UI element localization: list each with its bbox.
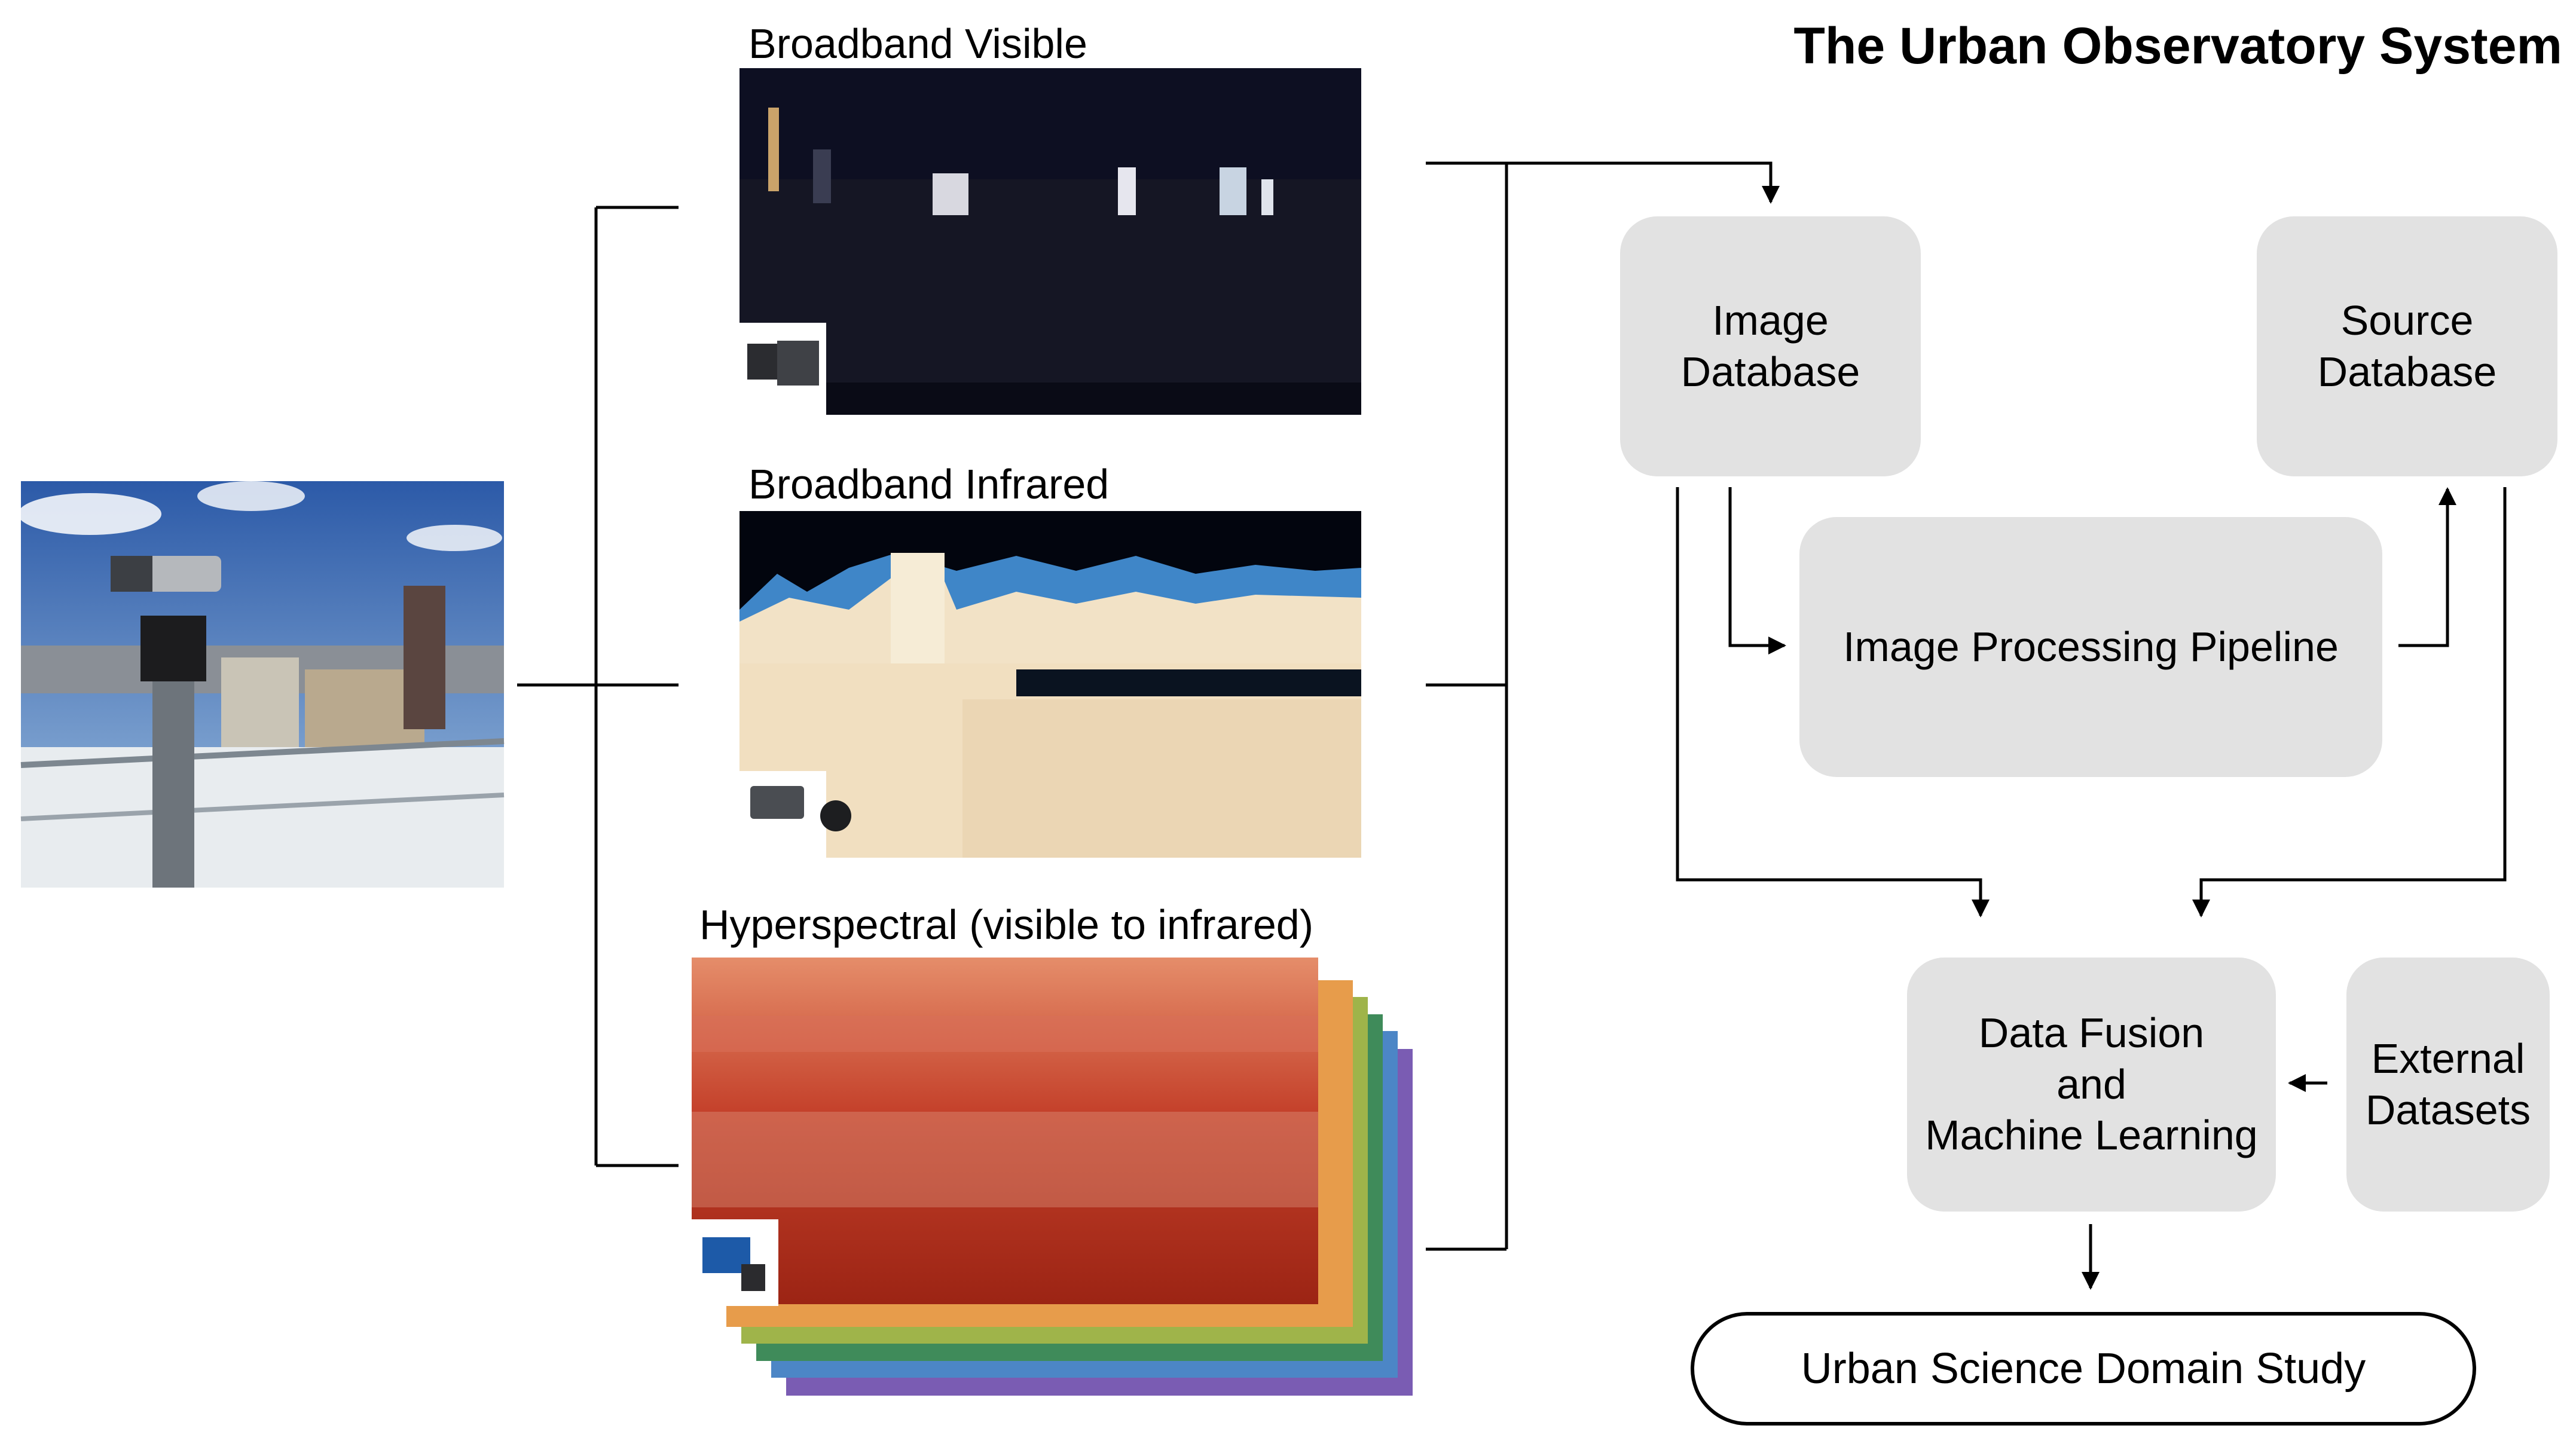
urban-science-domain-study-box: Urban Science Domain Study — [1691, 1312, 2476, 1426]
input-bracket — [517, 206, 679, 1167]
broadband-visible-image — [739, 68, 1361, 415]
hyperspectral-image-stack — [692, 958, 1413, 1396]
broadband-visible-label: Broadband Visible — [748, 20, 1087, 67]
flow-arrows — [1676, 487, 2507, 1290]
image-processing-pipeline-box: Image Processing Pipeline — [1799, 517, 2382, 777]
output-bracket — [1426, 161, 1780, 1251]
hyperspectral-label: Hyperspectral (visible to infrared) — [699, 901, 1314, 948]
broadband-infrared-label: Broadband Infrared — [748, 461, 1110, 507]
broadband-infrared-image — [739, 511, 1361, 858]
diagram-title: The Urban Observatory System — [1793, 17, 2562, 75]
rooftop-camera-photo — [18, 481, 505, 888]
